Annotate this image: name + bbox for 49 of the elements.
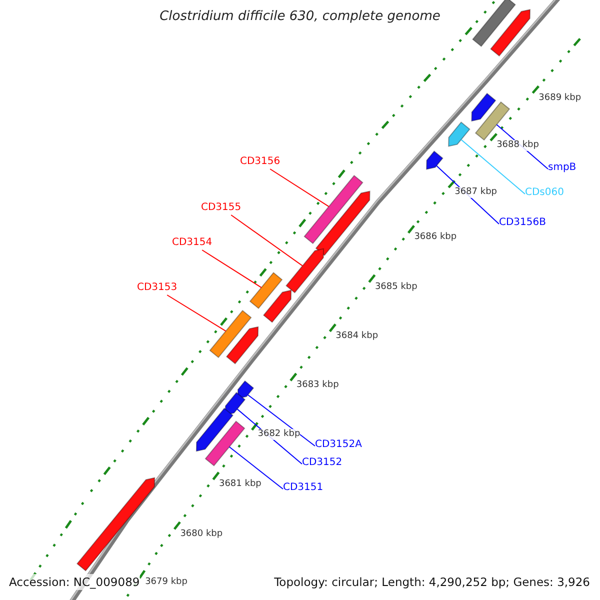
gene-feature [196, 408, 234, 452]
gene-feature [471, 92, 496, 122]
gene-label: CD3154 [172, 236, 212, 250]
gene-block [474, 101, 510, 141]
leader-line [270, 168, 330, 208]
scale-label: 3687 kbp [454, 187, 498, 198]
leader-line [460, 139, 526, 194]
leader-line [247, 394, 316, 446]
scale-label: 3686 kbp [414, 232, 457, 244]
scale-label: 3681 kbp [218, 478, 262, 490]
scale-label: 3683 kbp [296, 380, 339, 392]
scale-label: 3680 kbp [180, 528, 223, 540]
gene-label: CD3151 [283, 481, 324, 495]
gene-feature [490, 8, 531, 57]
scale-label: 3679 kbp [145, 577, 188, 588]
leader-line [228, 446, 284, 490]
scale-label: 3689 kbp [538, 92, 582, 104]
gene-label: CD3152 [302, 456, 342, 470]
gene-label: CD3156B [499, 216, 546, 230]
gene-label: CDs060 [525, 186, 564, 200]
gene-feature [426, 150, 444, 170]
gene-feature [286, 248, 324, 294]
gene-feature [76, 477, 156, 572]
gene-block [209, 310, 252, 358]
gene-feature [262, 290, 292, 323]
gene-label: CD3156 [240, 155, 280, 169]
title: Clostridium difficile 630, complete genome [158, 10, 442, 24]
leader-line [166, 294, 226, 332]
scale-label: 3684 kbp [336, 330, 378, 342]
leader-line [202, 250, 262, 288]
gene-block [472, 0, 516, 47]
gene-label: smpB [548, 161, 576, 175]
gene-block [304, 174, 364, 244]
gene-feature [315, 190, 370, 256]
gene-label: CD3155 [201, 201, 242, 215]
gene-block [249, 272, 283, 310]
gene-feature [448, 122, 470, 147]
gene-feature [226, 326, 259, 364]
scale-label: 3685 kbp [374, 282, 418, 293]
footer-text: Topology: circular; Length: 4,290,252 bp; Genes: 3,926 [274, 574, 590, 590]
footer-text: Accession: NC_009089 [9, 574, 140, 590]
gene-block [204, 420, 246, 466]
gene-label: CD3152A [315, 438, 362, 452]
leader-line [230, 214, 303, 266]
scale-label: 3682 kbp [258, 429, 300, 440]
gene-label: CD3153 [137, 281, 178, 295]
gene-feature [224, 392, 246, 416]
gene-feature [237, 380, 254, 400]
scale-label: 3688 kbp [496, 140, 539, 152]
